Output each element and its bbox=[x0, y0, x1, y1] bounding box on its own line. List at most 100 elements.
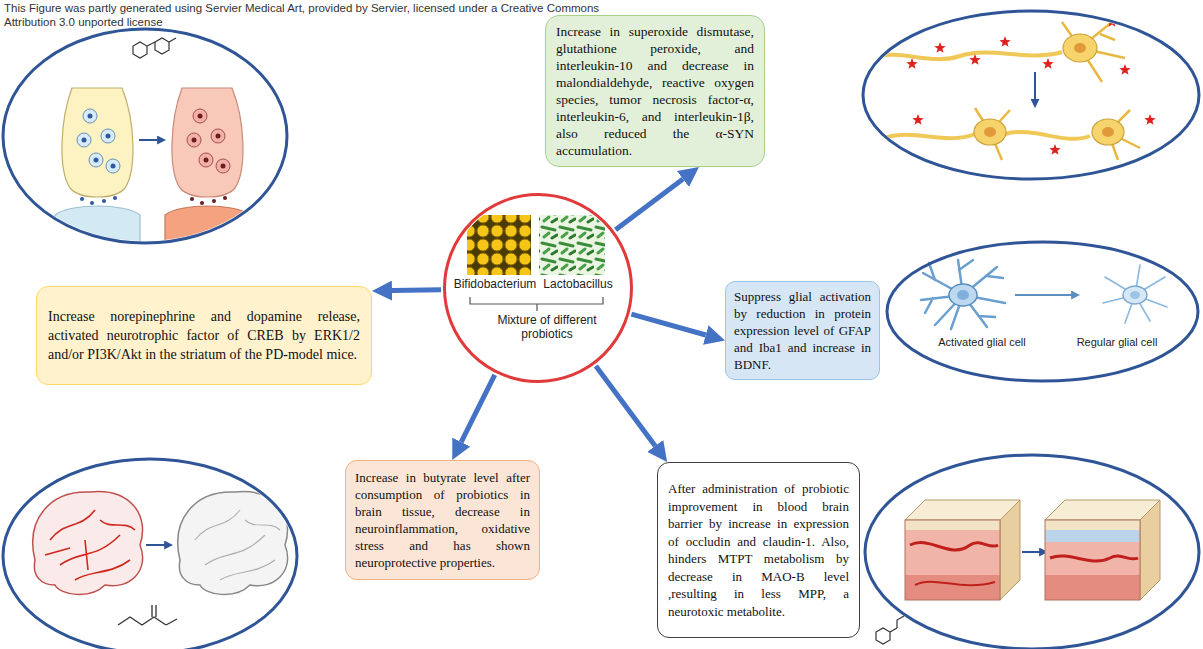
synapse-illustration bbox=[3, 29, 287, 245]
neuron-illustration bbox=[906, 58, 917, 69]
glial-cell-illustration bbox=[949, 284, 977, 306]
bracket bbox=[470, 297, 603, 311]
brain-illustration bbox=[33, 492, 143, 595]
bbb-illustration bbox=[1045, 542, 1140, 575]
glial-cell-illustration bbox=[921, 260, 1005, 329]
mptp-molecule bbox=[133, 38, 176, 58]
bbb-illustration bbox=[905, 520, 1000, 600]
neuron-illustration bbox=[934, 42, 945, 53]
neuron-illustration bbox=[1092, 119, 1124, 145]
synapse-illustration bbox=[82, 138, 87, 143]
bbb-illustration bbox=[1045, 575, 1140, 600]
bbb-illustration bbox=[1022, 551, 1040, 553]
synapse-illustration bbox=[216, 159, 230, 173]
bbb-illustration bbox=[1050, 556, 1138, 561]
bbb-illustration bbox=[1045, 500, 1160, 600]
synapse-illustration bbox=[193, 109, 207, 123]
bbb-illustration bbox=[905, 520, 1000, 530]
brain-illustration bbox=[3, 459, 297, 649]
mptp-molecule bbox=[876, 628, 890, 644]
mptp-molecule bbox=[897, 616, 904, 628]
bbb-illustration bbox=[905, 500, 1160, 600]
bbb-illustration bbox=[865, 455, 1199, 649]
probiotic-artwork bbox=[467, 215, 605, 275]
synapse-illustration bbox=[211, 129, 225, 143]
neuron-illustration bbox=[984, 127, 996, 137]
neuron-illustration bbox=[1063, 34, 1097, 62]
synapse-illustration bbox=[62, 88, 133, 197]
brain-illustration bbox=[195, 510, 280, 580]
neuron-illustration bbox=[975, 108, 1140, 160]
flow-arrow bbox=[392, 287, 441, 293]
neuron-illustration bbox=[884, 34, 895, 45]
bbb-illustration bbox=[1140, 500, 1160, 600]
neuron-illustration bbox=[872, 52, 1062, 59]
neuron-illustration bbox=[1119, 64, 1130, 75]
synapse-illustration bbox=[192, 138, 197, 143]
ellipse-outline bbox=[885, 240, 1200, 383]
synapse-illustration bbox=[106, 159, 120, 173]
probiotic-circle: BifidobacteriumLactobacillusMixture of d… bbox=[443, 193, 633, 383]
neuron-illustration bbox=[1062, 22, 1125, 82]
synapse-illustration bbox=[172, 88, 243, 197]
bbb-illustration bbox=[1045, 530, 1140, 542]
synapse-illustration bbox=[111, 164, 116, 169]
glial-cell-illustration bbox=[1123, 286, 1147, 304]
synapse-illustration bbox=[90, 201, 94, 205]
text-box: After administration of probiotic improv… bbox=[657, 462, 860, 638]
bbb-illustration bbox=[910, 543, 998, 550]
box-text: Increase in superoxide dismutase, glutat… bbox=[556, 23, 754, 159]
bbb-illustration bbox=[1045, 520, 1140, 600]
mptp-molecule bbox=[890, 628, 897, 632]
brain-illustration bbox=[33, 492, 288, 625]
text-box: Increase norepinephrine and dopamine rel… bbox=[36, 286, 372, 385]
butyrate-molecule bbox=[118, 617, 166, 625]
neuron-illustration bbox=[1005, 132, 1090, 139]
synapse-illustration bbox=[187, 133, 201, 147]
synapse-illustration bbox=[216, 134, 221, 139]
neuron-illustration bbox=[1074, 43, 1086, 53]
mptp-molecule bbox=[133, 42, 147, 58]
synapse-illustration bbox=[106, 134, 111, 139]
synapse-illustration bbox=[190, 197, 194, 201]
probiotic-artwork bbox=[539, 215, 605, 275]
neuron-illustration bbox=[863, 11, 1199, 179]
synapse-illustration bbox=[94, 158, 99, 163]
synapse-illustration bbox=[199, 153, 213, 167]
synapse-illustration bbox=[101, 129, 115, 143]
synapse-illustration bbox=[212, 199, 216, 203]
text-box: Suppress glial activation by reduction i… bbox=[725, 281, 880, 380]
butyrate-molecule bbox=[118, 605, 177, 625]
brain-illustration bbox=[178, 492, 288, 595]
brain-illustration bbox=[45, 510, 135, 580]
neuron-illustration bbox=[863, 11, 1199, 179]
mptp-molecule bbox=[169, 38, 176, 42]
mptp-molecule bbox=[876, 616, 904, 644]
cell-label: Regular glial cell bbox=[1057, 336, 1177, 349]
synapse-illustration bbox=[221, 164, 226, 169]
flow-arrow bbox=[631, 314, 705, 335]
synapse-illustration bbox=[102, 199, 106, 203]
flow-arrow bbox=[461, 375, 495, 442]
bbb-illustration bbox=[865, 455, 1199, 649]
glial-cell-illustration bbox=[1103, 265, 1167, 323]
brain-illustration bbox=[146, 544, 165, 546]
ellipse-outline bbox=[887, 242, 1198, 381]
synapse-illustration bbox=[113, 196, 117, 200]
neuron-illustration bbox=[872, 16, 1156, 160]
synapse-illustration bbox=[3, 29, 287, 243]
neuron-illustration bbox=[1062, 22, 1125, 82]
box-text: Suppress glial activation by reduction i… bbox=[734, 288, 871, 373]
synapse-illustration bbox=[89, 153, 103, 167]
credit-note: This Figure was partly generated using S… bbox=[4, 1, 614, 29]
synapse-illustration bbox=[80, 114, 117, 206]
synapse-illustration bbox=[204, 158, 209, 163]
neuron-illustration bbox=[1049, 144, 1060, 155]
glial-cell-illustration bbox=[1015, 294, 1072, 296]
circle-label: Bifidobacterium bbox=[445, 277, 545, 291]
circle-label: Mixture of different probiotics bbox=[493, 313, 601, 342]
synapse-illustration bbox=[139, 139, 158, 141]
butyrate-molecule bbox=[166, 619, 177, 625]
